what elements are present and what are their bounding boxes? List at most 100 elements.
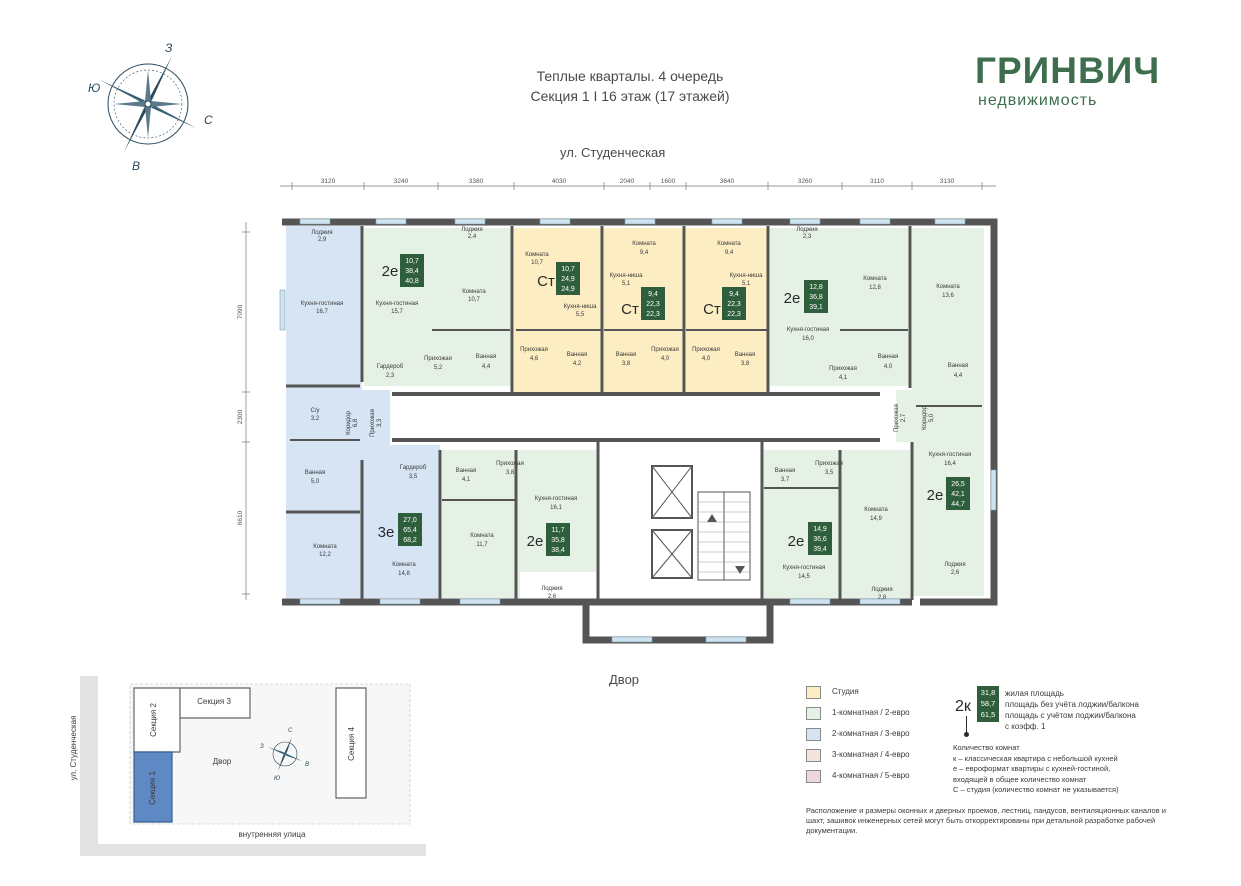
apt-a5-living: 12,8 xyxy=(809,284,823,291)
room-r12-name: Прихожая xyxy=(424,356,452,362)
room-r31-area: 12,8 xyxy=(869,285,881,291)
site-compass-icon: С В Ю З xyxy=(260,728,309,782)
apt-a4-type: Ст xyxy=(703,301,721,318)
explain-v3: 61,5 xyxy=(980,710,996,719)
apt-a9-type: 2е xyxy=(927,487,944,504)
room-r25-name: Кухня-ниша xyxy=(730,273,764,279)
room-r39-area: 4,1 xyxy=(462,477,471,483)
room-r6-area: 5,0 xyxy=(311,479,320,485)
apt-a8-area: 36,6 xyxy=(813,536,827,543)
room-r15-name: Комната xyxy=(462,289,486,295)
room-r46-name: Комната xyxy=(864,507,888,513)
room-r17-name: Кухня-ниша xyxy=(564,304,598,310)
room-r2-name: Кухня-гостиная xyxy=(301,301,343,307)
apt-a5-type: 2е xyxy=(784,290,801,307)
room-r47-area: 14,5 xyxy=(798,574,810,580)
room-r42-name: Кухня-гостиная xyxy=(535,496,577,502)
room-r24-name: Комната xyxy=(717,241,741,247)
room-r25-area: 5,1 xyxy=(742,281,751,287)
room-r30-area: 4,1 xyxy=(839,375,848,381)
legend-label: 4-комнатная / 5-евро xyxy=(832,771,910,780)
apt-a3-type: Ст xyxy=(621,301,639,318)
room-r19-name: Ванная xyxy=(567,352,588,358)
disclaimer: Расположение и размеры оконных и дверных… xyxy=(806,806,1166,835)
apt-a7-total: 38,4 xyxy=(551,547,565,554)
explain-pointer xyxy=(966,716,967,734)
legend-swatch xyxy=(806,770,821,783)
room-r23-name: Прихожая xyxy=(651,347,679,353)
plan-title-line1: Теплые кварталы. 4 очередь xyxy=(536,68,724,84)
stair-core xyxy=(651,465,751,581)
room-r22-name: Ванная xyxy=(616,352,637,358)
room-r14-name: Лоджия xyxy=(461,227,482,233)
apt-a2-total: 24,9 xyxy=(561,286,575,293)
room-r18-area: 4,6 xyxy=(530,356,539,362)
room-r29-area: 16,0 xyxy=(802,336,814,342)
room-r33-name: Комната xyxy=(936,284,960,290)
apt-a3-living: 9,4 xyxy=(648,291,658,298)
room-labels: Лоджия 2,9 Кухня-гостиная 16,7 С/у 3,2 К… xyxy=(301,227,971,601)
room-r13-name: Ванная xyxy=(476,354,497,360)
room-r11-area: 2,3 xyxy=(386,373,395,379)
apt-a2-type: Ст xyxy=(537,273,555,290)
legend-label: 2-комнатная / 3-евро xyxy=(832,729,910,738)
key-e2: входящей в общее количество комнат xyxy=(953,774,1087,784)
room-r43-name: Лоджия xyxy=(541,586,562,592)
room-r27-area: 3,8 xyxy=(741,361,750,367)
legend-swatch xyxy=(806,707,821,720)
explain-pointer-dot xyxy=(964,732,969,737)
apt-2e-bottom-left-fill xyxy=(442,450,596,598)
room-r21-name: Кухня-ниша xyxy=(610,273,644,279)
apt-a4-area: 22,3 xyxy=(727,301,741,308)
dim-top-2: 3240 xyxy=(394,178,409,185)
dim-top-8: 3260 xyxy=(798,178,813,185)
dim-left-1: 7090 xyxy=(237,304,244,319)
compass-e-label: С xyxy=(204,113,213,127)
room-r37-area: 16,4 xyxy=(944,461,956,467)
legend-swatch xyxy=(806,728,821,741)
dimension-top: 3120 3240 3380 4030 2040 1600 3640 3260 … xyxy=(280,178,996,190)
room-r18-name: Прихожая xyxy=(520,347,548,353)
apt-a5-area: 36,8 xyxy=(809,294,823,301)
site-section-2: Секция 2 xyxy=(149,703,158,737)
apt-a4-total: 22,3 xyxy=(727,311,741,318)
dim-left-2: 2300 xyxy=(237,409,244,424)
apt-a7-badge xyxy=(546,523,570,556)
street-top-label: ул. Студенческая xyxy=(560,145,666,160)
explain-t1: жилая площадь xyxy=(1005,689,1064,698)
apartment-badges: 2е 10,7 38,4 40,8 Ст 10,7 24,9 24,9 Ст 9… xyxy=(378,254,970,556)
room-r46-area: 14,9 xyxy=(870,516,882,522)
apt-a2-area: 24,9 xyxy=(561,276,575,283)
apt-a6-badge xyxy=(398,513,422,546)
apt-a1-type: 2е xyxy=(382,263,399,280)
legend-label: Студия xyxy=(832,687,859,696)
dim-top-10: 3130 xyxy=(940,178,955,185)
room-r22-area: 3,8 xyxy=(622,361,631,367)
room-r6-name: Ванная xyxy=(305,470,326,476)
legend-label: 3-комнатная / 4-евро xyxy=(832,750,910,759)
room-r32-name: Ванная xyxy=(878,354,899,360)
explain-v1: 31,8 xyxy=(980,688,996,697)
room-r36-name: Коридор xyxy=(922,405,928,429)
room-r7-name: Комната xyxy=(313,544,337,550)
legend-swatch xyxy=(806,749,821,762)
compass-s-label: В xyxy=(132,159,140,173)
apt-a7-type: 2е xyxy=(527,533,544,550)
apt-a8-badge xyxy=(808,522,832,555)
room-r35-name: Прихожая xyxy=(894,404,900,432)
apt-a3-badge xyxy=(641,287,665,320)
room-r37-name: Кухня-гостиная xyxy=(929,452,971,458)
apt-a6-type: 3е xyxy=(378,524,395,541)
room-r40-name: Прихожая xyxy=(496,461,524,467)
site-compass-w: З xyxy=(260,744,264,750)
apt-a1-area: 38,4 xyxy=(405,268,419,275)
dim-top-9: 3110 xyxy=(870,178,884,185)
room-r28-name: Лоджия xyxy=(796,227,817,233)
room-r40-area: 3,8 xyxy=(506,470,515,476)
apt-a6-area: 65,4 xyxy=(403,527,417,534)
plan-title-line2: Секция 1 I 16 этаж (17 этажей) xyxy=(530,88,730,104)
explain-t3: площадь с учётом лоджии/балкона xyxy=(1005,711,1136,720)
dim-top-1: 3120 xyxy=(321,178,336,185)
explain-v2: 58,7 xyxy=(980,699,996,708)
site-compass-n: С xyxy=(288,728,293,734)
